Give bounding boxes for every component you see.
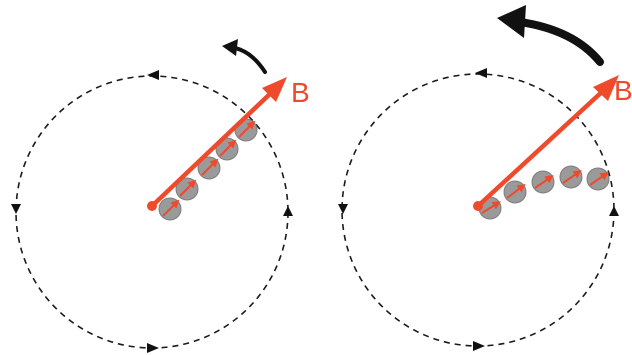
field-label-right: B — [614, 75, 632, 106]
field-arrow-shaft — [150, 90, 274, 208]
bead-moment-arrow — [219, 139, 237, 157]
field-arrow-head — [593, 75, 619, 101]
orbit-direction-arrow-right-side-right — [609, 206, 619, 216]
field-label-left: B — [291, 77, 310, 108]
orbit-direction-arrow-left-side — [11, 204, 21, 214]
rotation-arrowhead-right — [497, 5, 526, 38]
bead-moment-arrow — [534, 175, 554, 189]
bead-moment-arrow — [162, 199, 180, 217]
orbit-direction-arrow-top-right — [475, 68, 487, 78]
rotation-arrow-left — [233, 46, 267, 74]
orbit-direction-arrow-bottom-right — [473, 341, 485, 351]
field-arrow-head — [262, 77, 287, 102]
rotation-arrowhead-left — [222, 39, 238, 56]
orbit-direction-arrow-bottom-left — [147, 343, 159, 353]
bead-moment-arrow — [562, 170, 582, 184]
panel-left: B — [11, 39, 310, 353]
rotation-arrow-right — [516, 18, 604, 66]
field-origin-dot — [147, 201, 157, 211]
bead-moment-arrow — [238, 120, 256, 138]
bead-moment-arrow — [481, 201, 501, 214]
bead-moment-arrow — [201, 158, 219, 176]
bead-moment-arrow — [179, 179, 197, 197]
field-arrow-left — [147, 77, 287, 211]
field-origin-dot — [473, 201, 483, 211]
orbit-direction-arrow-top-left — [147, 70, 159, 80]
bead-moment-arrow — [506, 183, 526, 199]
orbit-direction-arrow-left-side-right — [338, 204, 348, 214]
field-arrow-right — [473, 75, 619, 211]
orbit-direction-arrow-right-side — [283, 206, 293, 216]
bead-chain-right — [478, 165, 610, 220]
panel-right: B — [338, 5, 632, 351]
bead-chain-left — [158, 118, 258, 221]
bead-moment-arrow — [589, 172, 609, 186]
field-arrow-shaft — [476, 88, 606, 208]
